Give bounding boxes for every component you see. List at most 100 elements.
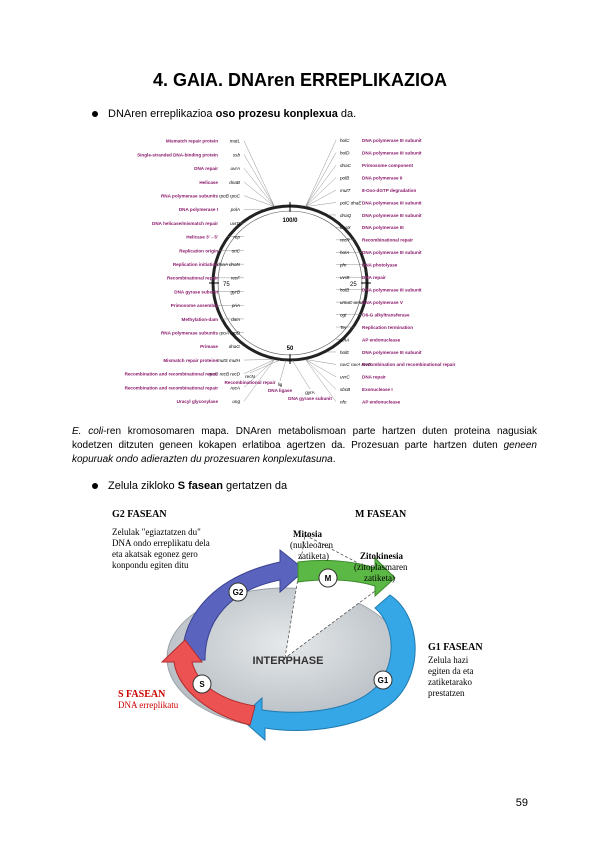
g2-title: G2 FASEAN <box>112 509 167 520</box>
map-gene: holB <box>340 287 349 292</box>
map-gene: polA <box>230 207 240 212</box>
map-protein: DNA polymerase I <box>179 207 218 212</box>
map-protein: Primosome assembly <box>171 303 219 308</box>
map-protein: Recombinational repair <box>362 238 413 243</box>
map-gene: recF <box>231 276 241 281</box>
mitosis-title: Mitosia <box>293 529 322 539</box>
map-leader-line <box>243 140 275 207</box>
map-marker-left: 75 <box>223 282 230 288</box>
cytokinesis-line-1: (zitoplasmaren <box>354 562 408 572</box>
bullet-dot <box>92 483 98 490</box>
map-label: holC DNA polymerase III subunit <box>305 138 422 207</box>
map-gene: recN <box>245 374 255 379</box>
map-leader-line <box>279 359 287 382</box>
s-badge: S <box>199 680 205 689</box>
map-gene: ung <box>232 399 240 404</box>
g1-line-1: Zelula hazi <box>428 655 469 665</box>
s-arc <box>160 639 256 726</box>
map-gene: umuC umuD <box>340 300 366 305</box>
map-protein: 8-Oxo-dGTP degradation <box>362 188 416 193</box>
map-leader-line <box>243 359 275 361</box>
map-protein: DNA polymerase III subunit <box>362 200 422 205</box>
g1-line-4: prestatzen <box>428 688 465 698</box>
map-protein: O6-G alkyltransferase <box>362 312 410 317</box>
map-gene: gyrB <box>231 289 240 294</box>
map-protein: DNA polymerase III subunit <box>362 138 422 143</box>
map-gene: uvrD <box>230 221 240 226</box>
map-marker-top: 100/0 <box>282 218 298 224</box>
map-protein: Methylation-dam <box>182 317 219 322</box>
map-gene: recC recB recD <box>209 372 241 377</box>
s-title: S FASEAN <box>118 689 166 700</box>
map-protein: Recombination and recombinational repair <box>125 372 219 377</box>
map-protein: DNA photolyase <box>362 263 398 268</box>
map-gene: gyrA <box>305 390 315 395</box>
map-gene: dam <box>231 317 240 322</box>
g2-badge: G2 <box>233 588 244 597</box>
map-gene: mutL <box>230 139 241 144</box>
map-protein: Exonuclease I <box>362 387 393 392</box>
map-protein: Mismatch repair protein <box>166 139 218 144</box>
map-leader-line <box>243 181 275 207</box>
map-protein: DNA polymerase III subunit <box>362 150 422 155</box>
map-leader-line <box>305 189 337 207</box>
map-leader-line <box>243 195 275 207</box>
interphase-label: INTERPHASE <box>253 655 324 667</box>
map-label: polA DNA polymerase I <box>179 207 265 212</box>
map-leader-line <box>305 202 337 207</box>
map-protein: DNA helicase/mismatch repair <box>152 221 218 226</box>
map-leader-line <box>305 165 337 207</box>
map-leader-line <box>305 359 337 402</box>
map-protein: DNA repair <box>362 275 386 280</box>
mitosis-line-1: (nukleoaren <box>290 540 333 550</box>
map-protein: DNA polymerase III subunit <box>362 287 422 292</box>
map-leader-line <box>305 140 337 207</box>
map-protein: DNA polymerase V <box>362 300 404 305</box>
map-leader-line <box>243 359 275 402</box>
map-gene: oriC <box>232 248 241 253</box>
map-gene: Ter <box>340 325 347 330</box>
map-gene: rpoA rpoD <box>219 330 240 335</box>
map-protein: DNA polymerase III subunit <box>362 250 422 255</box>
map-leader-line <box>243 154 275 207</box>
map-gene: holC <box>340 138 350 143</box>
map-protein: Replication initiation <box>173 262 218 267</box>
map-gene: dnaX <box>340 225 352 230</box>
map-label: gyrB DNA gyrase subunit <box>174 289 244 294</box>
map-marker-right: 25 <box>350 282 357 288</box>
m-badge: M <box>325 574 332 583</box>
map-leader-line <box>305 152 337 207</box>
map-gene: dnaC <box>340 163 352 168</box>
bullet-s-phase: Zelula zikloko S fasean gertatzen da <box>92 480 287 492</box>
map-protein: DNA gyrase subunit <box>174 289 218 294</box>
map-label: uvrD DNA helicase/mismatch repair <box>152 221 244 226</box>
map-leader-line <box>305 359 337 378</box>
g2-line-1: Zelulak "egiaztatzen du" <box>112 527 201 537</box>
map-label: dam Methylation-dam <box>182 317 244 322</box>
g2-line-4: konpondu egiten ditu <box>112 560 189 570</box>
